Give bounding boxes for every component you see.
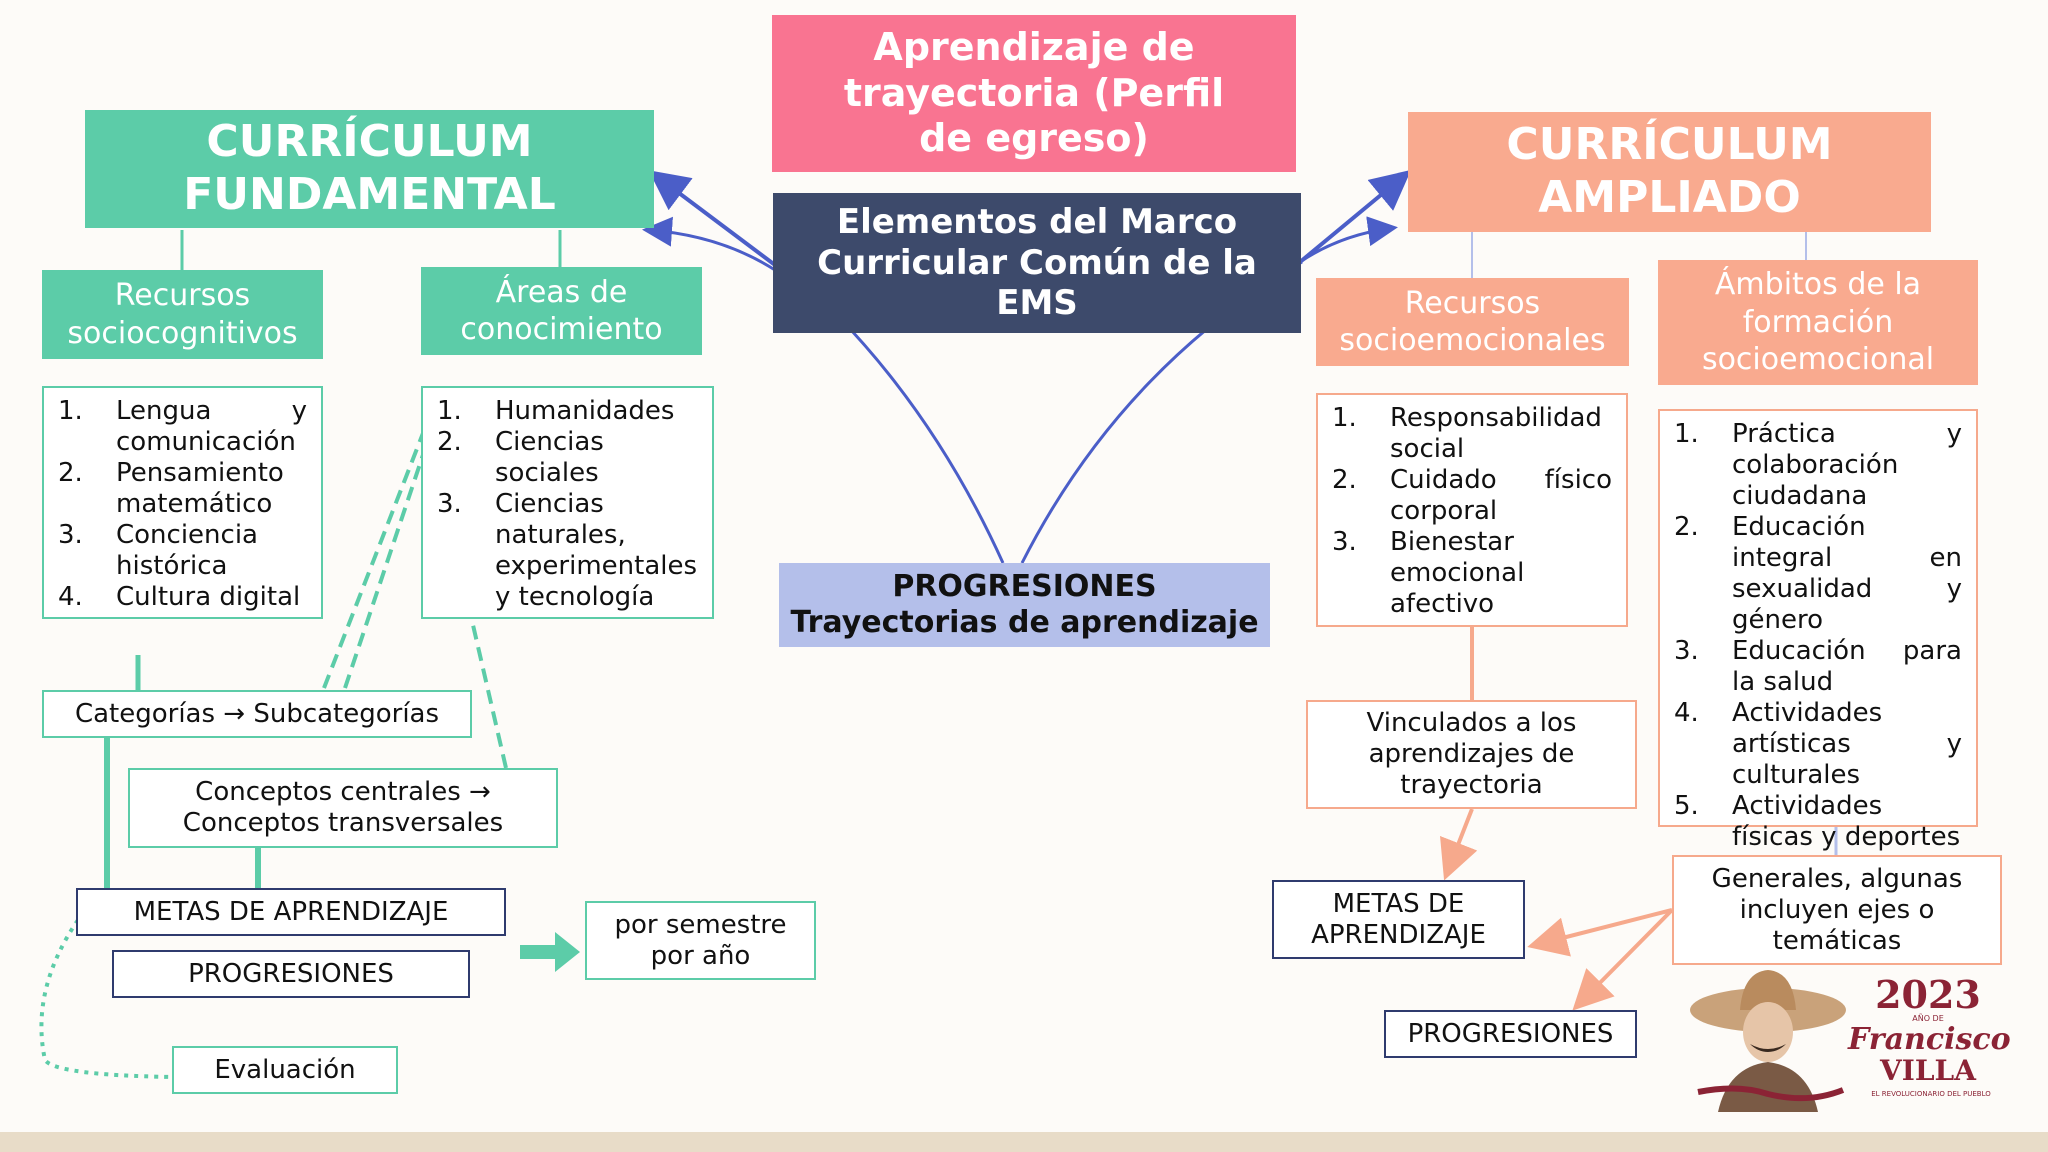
curriculum-ampliado-header: CURRÍCULUM AMPLIADO — [1408, 112, 1931, 232]
recursos-sociocognitivos-title: Recursos sociocognitivos — [67, 278, 298, 351]
metas-ampliado-label: METAS DE APRENDIZAJE — [1311, 888, 1486, 950]
progresiones-fundamental-box: PROGRESIONES — [112, 950, 470, 998]
recursos-socioemocionales-header: Recursos socioemocionales — [1316, 278, 1629, 366]
list-item: 1.Humanidades — [437, 396, 675, 426]
trayectoria-title: Aprendizaje de trayectoria (Perfil de eg… — [843, 25, 1225, 161]
categorias-box: Categorías → Subcategorías — [42, 690, 472, 738]
arrow-center-to-fundamental-2 — [642, 216, 776, 272]
metas-fundamental-box: METAS DE APRENDIZAJE — [76, 888, 506, 936]
list-item: 4.Cultura digital — [58, 582, 301, 612]
ambitos-header: Ámbitos de la formación socioemocional — [1658, 260, 1978, 385]
list-item: 3.Ciencias naturales, experimentales y t… — [437, 489, 698, 612]
arrow-center-to-fundamental — [648, 170, 777, 267]
arrow-center-to-ampliado-2 — [1299, 216, 1398, 264]
list-item: 5.Actividades físicas y deportes — [1674, 791, 1961, 852]
progresiones-center-box: PROGRESIONES Trayectorias de aprendizaje — [779, 563, 1270, 647]
logo-year: 2023 — [1875, 972, 1981, 1017]
footer-band — [0, 1132, 2048, 1152]
semestre-arrow — [520, 932, 580, 972]
list-item: 2.Cuidado físico corporal — [1332, 465, 1612, 526]
mcc-center-box: Elementos del Marco Curricular Común de … — [773, 193, 1301, 333]
trayectoria-header: Aprendizaje de trayectoria (Perfil de eg… — [772, 15, 1296, 172]
progresiones-center-subtitle: Trayectorias de aprendizaje — [790, 605, 1259, 640]
recursos-socioemocionales-title: Recursos socioemocionales — [1339, 285, 1606, 359]
progresiones-ampliado-box: PROGRESIONES — [1384, 1010, 1637, 1058]
areas-conocimiento-title: Áreas de conocimiento — [460, 274, 663, 348]
recursos-sociocognitivos-list: 1.Lengua y comunicación 2.Pensamiento ma… — [42, 386, 323, 619]
list-item: 1.Práctica y colaboración ciudadana — [1674, 419, 1962, 511]
list-item: 4.Actividades artísticas y culturales — [1674, 698, 1962, 790]
conceptos-label: Conceptos centrales → Conceptos transver… — [182, 777, 504, 838]
list-item: 3.Bienestar emocional afectivo — [1332, 527, 1525, 619]
recursos-socioemocionales-list: 1.Responsabilidad social 2.Cuidado físic… — [1316, 393, 1628, 627]
areas-conocimiento-header: Áreas de conocimiento — [421, 267, 702, 355]
francisco-villa-logo: 2023 AÑO DE Francisco VILLA EL REVOLUCIO… — [1688, 962, 2011, 1112]
list-item: 3.Conciencia histórica — [58, 520, 258, 581]
logo-name1: Francisco — [1848, 1022, 2011, 1057]
list-item: 1.Lengua y comunicación — [58, 396, 307, 457]
progresiones-fundamental-label: PROGRESIONES — [188, 958, 394, 989]
categorias-label: Categorías → Subcategorías — [74, 698, 440, 729]
evaluacion-box: Evaluación — [172, 1046, 398, 1094]
list-item: 1.Responsabilidad social — [1332, 403, 1602, 464]
list-item: 2.Pensamiento matemático — [58, 458, 284, 519]
semestre-label: por semestre por año — [614, 909, 787, 971]
curriculum-ampliado-title: CURRÍCULUM AMPLIADO — [1506, 119, 1833, 223]
list-item: 3.Educación para la salud — [1674, 636, 1962, 697]
generales-label: Generales, algunas incluyen ejes o temát… — [1711, 863, 1963, 956]
progresiones-ampliado-label: PROGRESIONES — [1407, 1018, 1614, 1049]
semestre-box: por semestre por año — [585, 901, 816, 980]
list-item: 2.Ciencias sociales — [437, 427, 604, 488]
conceptos-box: Conceptos centrales → Conceptos transver… — [128, 768, 558, 848]
curriculum-fundamental-title: CURRÍCULUM FUNDAMENTAL — [183, 116, 556, 220]
metas-fundamental-label: METAS DE APRENDIZAJE — [133, 896, 449, 927]
vinculados-label: Vinculados a los aprendizajes de trayect… — [1366, 708, 1577, 800]
progresiones-center-title: PROGRESIONES — [892, 569, 1157, 604]
logo-name2: VILLA — [1880, 1054, 1976, 1087]
evaluacion-label: Evaluación — [214, 1054, 356, 1085]
metas-ampliado-box: METAS DE APRENDIZAJE — [1272, 880, 1525, 959]
arrow-center-to-ampliado — [1298, 169, 1412, 264]
ambitos-list: 1.Práctica y colaboración ciudadana 2.Ed… — [1658, 409, 1978, 852]
logo-line1: AÑO DE — [1912, 1014, 1944, 1023]
recursos-sociocognitivos-header: Recursos sociocognitivos — [42, 270, 323, 359]
mcc-center-title: Elementos del Marco Curricular Común de … — [817, 201, 1257, 324]
ambitos-title: Ámbitos de la formación socioemocional — [1701, 267, 1935, 378]
areas-conocimiento-list: 1.Humanidades 2.Ciencias sociales 3.Cien… — [421, 386, 714, 619]
logo-tagline: EL REVOLUCIONARIO DEL PUEBLO — [1871, 1090, 1991, 1098]
vinculados-box: Vinculados a los aprendizajes de trayect… — [1306, 700, 1637, 809]
list-item: 2.Educación integral en sexualidad y gén… — [1674, 512, 1962, 635]
curriculum-fundamental-header: CURRÍCULUM FUNDAMENTAL — [85, 110, 654, 228]
villa-portrait-icon — [1690, 970, 1846, 1112]
generales-box: Generales, algunas incluyen ejes o temát… — [1672, 855, 2002, 965]
